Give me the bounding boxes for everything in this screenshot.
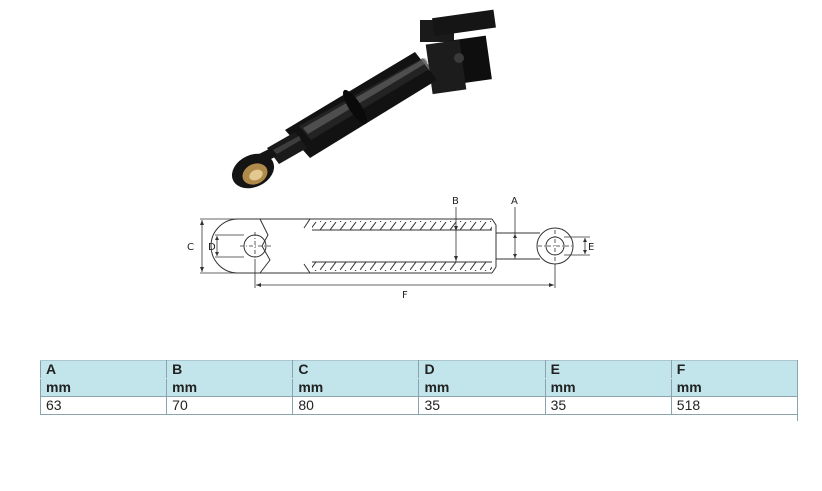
label-e: E <box>588 242 594 253</box>
value-cell: 70 <box>166 396 294 415</box>
header-cell: E <box>544 360 672 379</box>
unit-cell: mm <box>292 378 420 397</box>
table-header-row: A B C D E F <box>39 360 799 379</box>
label-c: C <box>187 242 194 253</box>
rod-eye <box>231 153 275 189</box>
left-eye-outline <box>210 218 260 274</box>
unit-cell: mm <box>670 378 799 397</box>
header-cell: F <box>670 360 799 379</box>
label-f: F <box>402 290 408 301</box>
label-a: A <box>511 196 518 207</box>
spec-table: A B C D E F mm mm mm mm mm mm 63 70 80 3… <box>39 360 799 415</box>
header-cell: B <box>166 360 294 379</box>
value-cell: 35 <box>418 396 546 415</box>
unit-cell: mm <box>166 378 294 397</box>
header-cell: D <box>418 360 546 379</box>
header-cell: A <box>39 360 168 379</box>
value-cell: 80 <box>292 396 420 415</box>
value-cell: 35 <box>544 396 672 415</box>
table-row: 63 70 80 35 35 518 <box>39 396 799 415</box>
header-cell: C <box>292 360 420 379</box>
product-photo <box>231 9 496 189</box>
label-b: B <box>452 196 459 207</box>
cylinder-barrel <box>285 52 437 158</box>
value-cell: 63 <box>39 396 168 415</box>
dimension-drawing: C D B A E F <box>187 196 594 301</box>
hatch-bottom <box>312 262 492 271</box>
unit-cell: mm <box>39 378 168 397</box>
value-cell: 518 <box>670 396 799 415</box>
table-unit-row: mm mm mm mm mm mm <box>39 378 799 397</box>
unit-cell: mm <box>418 378 546 397</box>
unit-cell: mm <box>544 378 672 397</box>
label-d: D <box>208 242 216 253</box>
table-edge-divider <box>797 361 798 421</box>
hatch-top <box>312 221 492 230</box>
